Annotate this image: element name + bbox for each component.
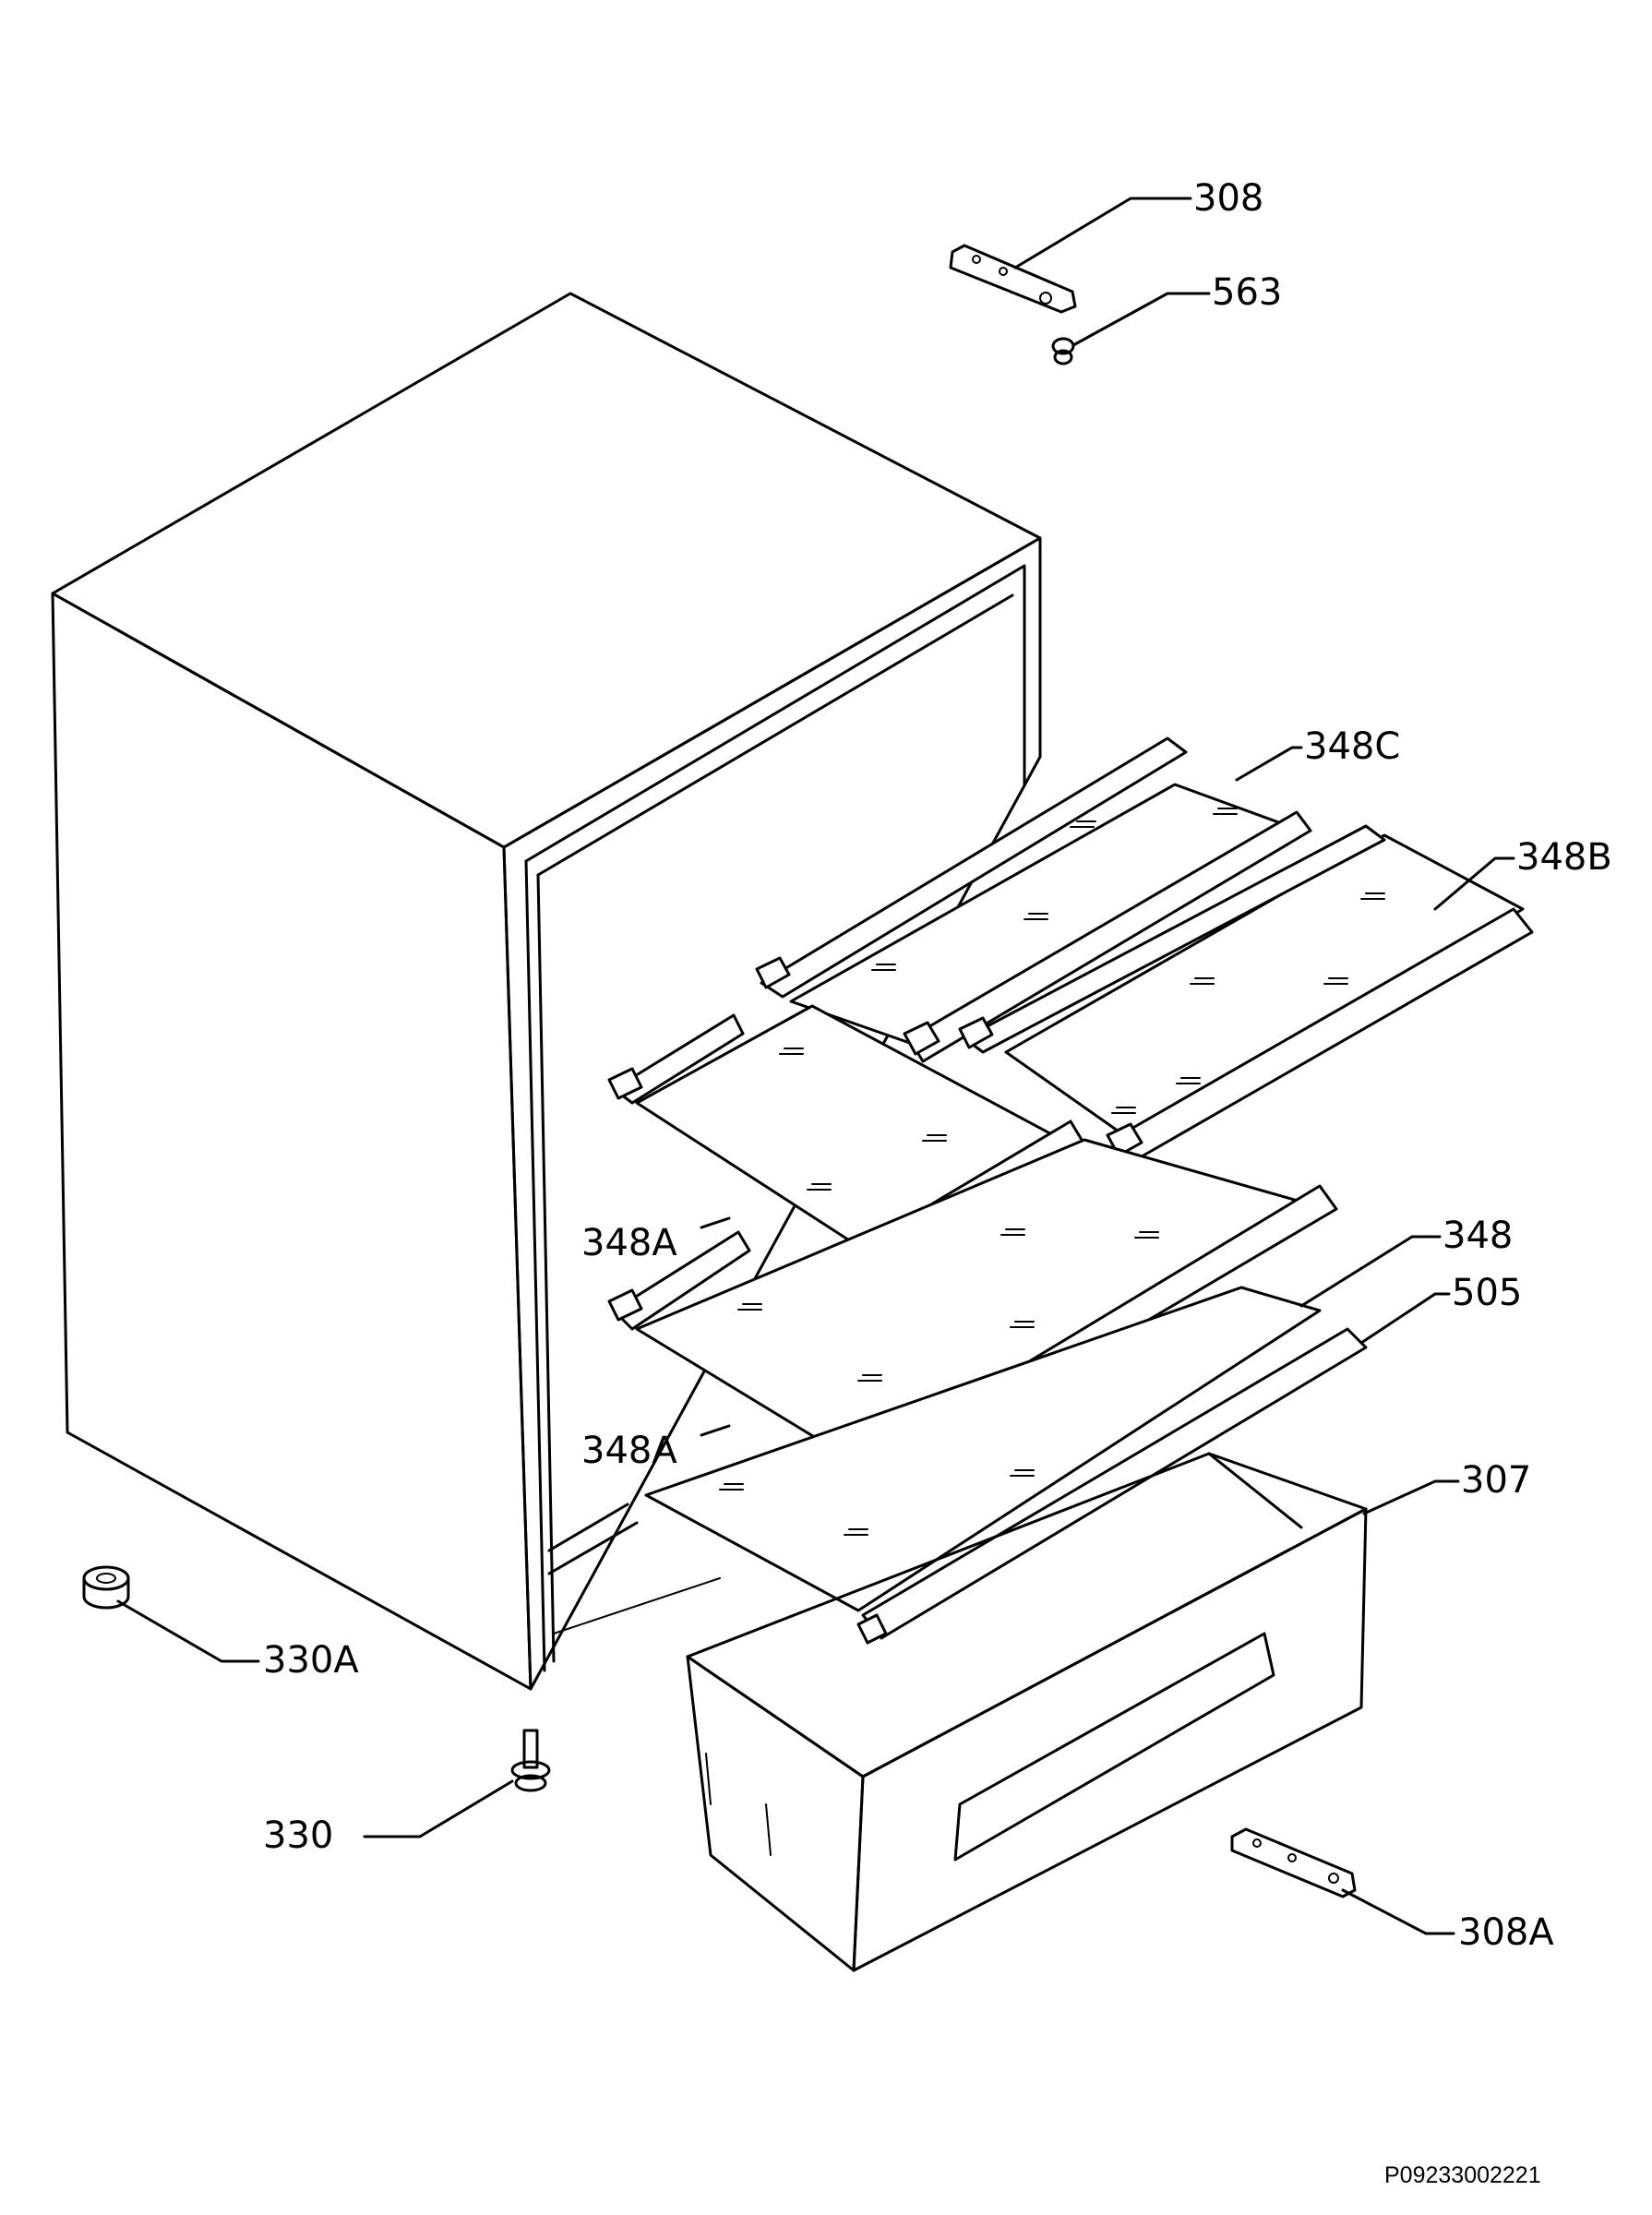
cabinet [51,292,1042,1691]
label-307: 307 [1461,1459,1531,1502]
label-348a-upper: 348A [581,1222,677,1264]
screw-foot-330 [510,1729,551,1792]
bottom-hinge-308a [1230,1827,1357,1898]
label-308: 308 [1193,177,1263,220]
glass-plate-348 [644,1286,1322,1612]
label-348b: 348B [1516,836,1612,879]
top-hinge-308 [949,244,1077,314]
hinge-screw-563 [1051,337,1075,365]
drawing-code: P09233002221 [1384,2162,1541,2188]
label-330a: 330A [263,1639,359,1682]
front-rail-505 [856,1327,1368,1645]
label-348a-lower: 348A [581,1430,677,1472]
adjustable-foot-330a [82,1565,130,1610]
label-308a: 308A [1458,1911,1554,1954]
label-563: 563 [1212,271,1282,314]
leader-lines [116,197,1515,1935]
shelf-348c [755,736,1312,1063]
label-348: 348 [1443,1215,1513,1257]
part-labels: 308 563 348C 348B 348A 348 505 348A 307 … [263,177,1612,1954]
label-330: 330 [263,1814,333,1857]
label-505: 505 [1452,1272,1522,1314]
label-348c: 348C [1304,725,1400,768]
shelf-348b [958,824,1534,1165]
crisper-drawer-307 [686,1452,1368,1972]
